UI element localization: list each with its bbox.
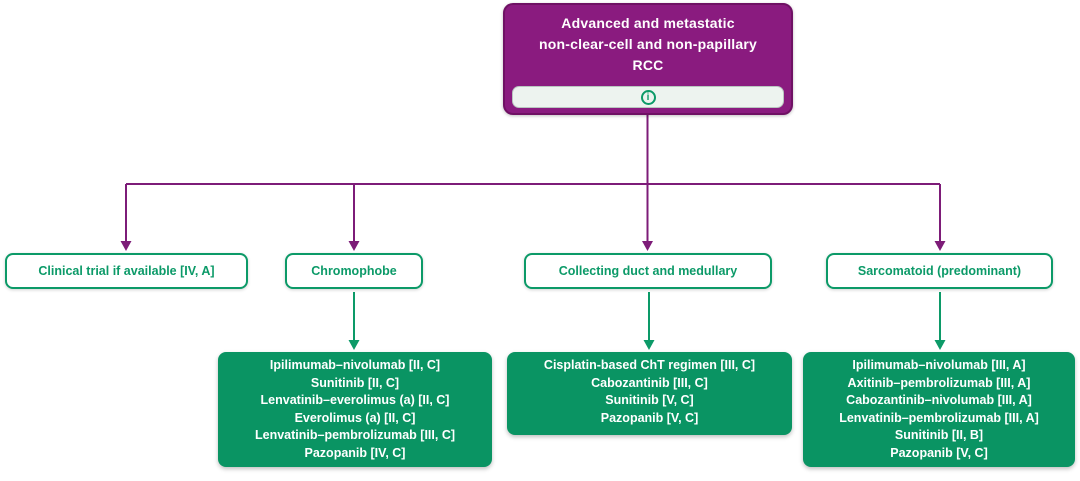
- treatment-item: Cabozantinib–nivolumab [III, A]: [846, 393, 1032, 407]
- treatment-item: Cisplatin-based ChT regimen [III, C]: [543, 358, 756, 372]
- node-collecting-duct-medullary: Collecting duct and medullary: [524, 253, 772, 289]
- treatment-item: Sunitinib [II, B]: [894, 428, 984, 442]
- treatment-item: Pazopanib [IV, C]: [304, 445, 406, 460]
- treatment-item: Sunitinib [II, C]: [310, 375, 400, 390]
- node-clinical-trial: Clinical trial if available [IV, A]: [5, 253, 248, 289]
- root-title-line: RCC: [632, 57, 664, 73]
- node-sarcomatoid: Sarcomatoid (predominant): [826, 253, 1053, 289]
- treatments-chromophobe: Ipilimumab–nivolumab [II, C] Sunitinib […: [218, 352, 492, 467]
- node-chromophobe: Chromophobe: [285, 253, 423, 289]
- treatment-item: Everolimus (a) [II, C]: [294, 410, 416, 425]
- root-title-line: Advanced and metastatic: [561, 15, 735, 31]
- treatment-item: Lenvatinib–everolimus (a) [II, C]: [260, 393, 450, 407]
- treatment-item: Ipilimumab–nivolumab [III, A]: [852, 358, 1026, 372]
- root-node: Advanced and metastatic non-clear-cell a…: [503, 3, 793, 115]
- root-title-line: non-clear-cell and non-papillary: [539, 36, 757, 52]
- treatment-item: Ipilimumab–nivolumab [II, C]: [269, 358, 441, 372]
- node-label: Clinical trial if available [IV, A]: [38, 264, 215, 278]
- node-label: Sarcomatoid (predominant): [857, 264, 1022, 278]
- node-label: Chromophobe: [311, 264, 397, 278]
- treatment-item: Lenvatinib–pembrolizumab [III, A]: [839, 410, 1039, 425]
- treatment-item: Sunitinib [V, C]: [605, 393, 694, 407]
- treatment-item: Pazopanib [V, C]: [600, 410, 699, 425]
- treatment-item: Pazopanib [V, C]: [890, 445, 988, 460]
- info-button[interactable]: i: [512, 86, 784, 108]
- treatments-sarcomatoid: Ipilimumab–nivolumab [III, A] Axitinib–p…: [803, 352, 1075, 467]
- treatment-item: Cabozantinib [III, C]: [591, 375, 708, 390]
- root-title: Advanced and metastatic non-clear-cell a…: [505, 13, 791, 76]
- treatments-collecting-duct-medullary: Cisplatin-based ChT regimen [III, C] Cab…: [507, 352, 792, 435]
- treatment-item: Axitinib–pembrolizumab [III, A]: [847, 375, 1031, 390]
- treatment-item: Lenvatinib–pembrolizumab [III, C]: [254, 428, 456, 442]
- node-label: Collecting duct and medullary: [558, 264, 738, 278]
- info-icon: i: [640, 89, 656, 105]
